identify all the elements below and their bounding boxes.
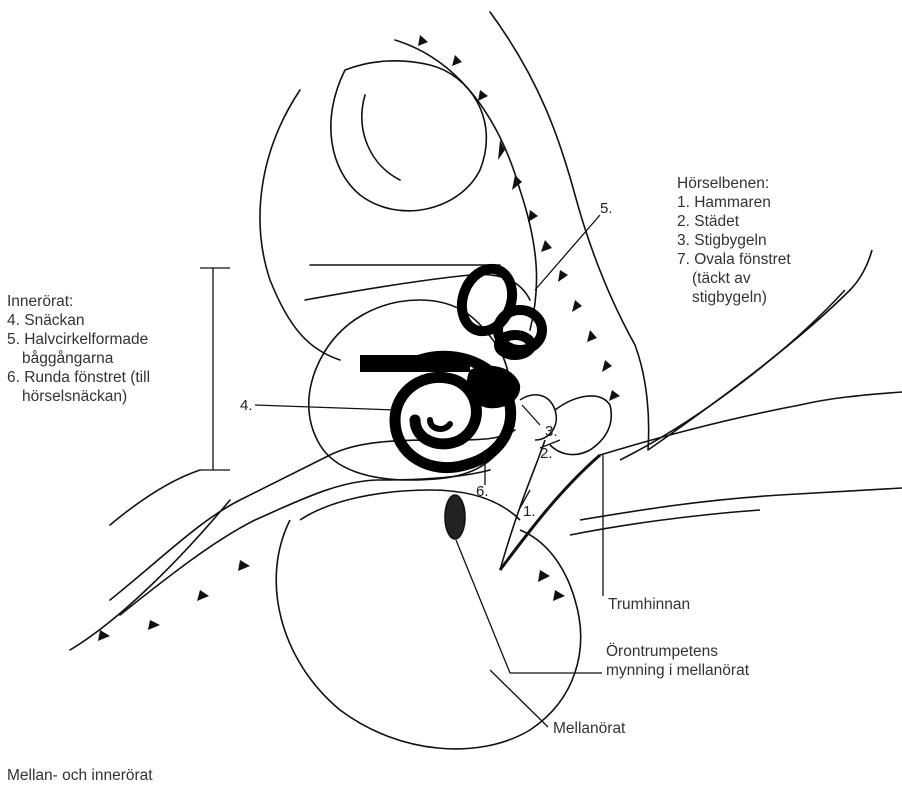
capsule-rim: [305, 274, 530, 300]
ossicles-legend: Hörselbenen: 1. Hammaren 2. Städet 3. St…: [677, 174, 791, 307]
middle-ear-label: Mellanörat: [553, 719, 625, 738]
legend-item: (täckt av: [677, 269, 791, 288]
auricle-line-2: [620, 290, 845, 460]
inner-ear-legend: Innerörat: 4. Snäckan 5. Halvcirkelforma…: [7, 292, 150, 406]
legend-item: hörselsnäckan): [7, 387, 150, 406]
legend-item: 4. Snäckan: [7, 311, 150, 330]
eustachian-opening: [445, 495, 465, 539]
legend-item: 3. Stigbygeln: [677, 231, 791, 250]
legend-item: stigbygeln): [677, 288, 791, 307]
eustachian-tube-label: Örontrumpetens mynning i mellanörat: [606, 642, 749, 680]
marker-1: 1.: [523, 503, 536, 520]
marker-6: 6.: [476, 483, 489, 500]
eustachian-tube-line1: Örontrumpetens: [606, 642, 749, 661]
figure-caption: Mellan- och innerörat: [7, 766, 153, 785]
marker-4: 4.: [240, 397, 253, 414]
leader-line-tube-v: [456, 540, 510, 673]
inner-ear-heading: Innerörat:: [7, 292, 150, 311]
eardrum-label: Trumhinnan: [608, 595, 690, 614]
ossicles-heading: Hörselbenen:: [677, 174, 791, 193]
marker-5: 5.: [600, 200, 613, 217]
brain-lobe-outline: [331, 61, 487, 211]
legend-item: båggångarna: [7, 349, 150, 368]
meninges-line: [260, 90, 340, 360]
ear-canal-lower-2: [570, 510, 760, 535]
eustachian-tube-line2: mynning i mellanörat: [606, 661, 749, 680]
leader-line-5: [535, 215, 600, 290]
incus: [550, 396, 611, 455]
leader-line-4: [255, 405, 395, 410]
leader-line-middle-ear: [490, 670, 548, 727]
ear-canal-lower: [580, 488, 902, 520]
legend-item: 1. Hammaren: [677, 193, 791, 212]
leader-line-3: [522, 405, 540, 425]
marker-2: 2.: [540, 445, 553, 462]
legend-item: 5. Halvcirkelformade: [7, 330, 150, 349]
legend-item: 6. Runda fönstret (till: [7, 368, 150, 387]
ear-canal-upper: [600, 392, 902, 455]
legend-item: 7. Ovala fönstret: [677, 250, 791, 269]
petrous-outline-2: [120, 470, 490, 615]
legend-item: 2. Städet: [677, 212, 791, 231]
marker-3: 3.: [545, 423, 558, 440]
brain-lobe-inner: [362, 95, 400, 180]
canal-loop-1: [454, 262, 521, 339]
left-skull-arc-2: [110, 470, 200, 525]
cochlea-spiral: [395, 356, 511, 467]
